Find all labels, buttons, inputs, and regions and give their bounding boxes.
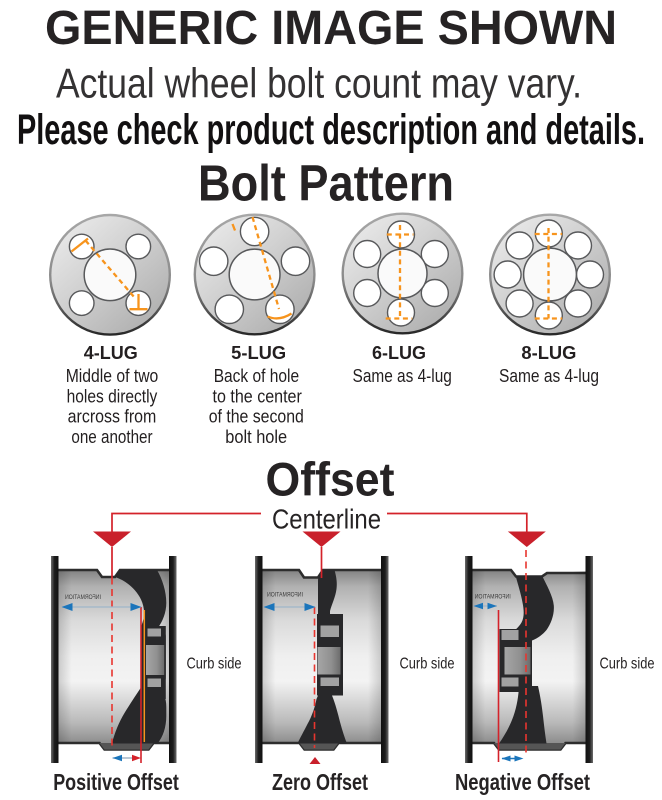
svg-text:INFORMATION: INFORMATION — [267, 592, 303, 599]
svg-text:Please check product descripti: Please check product description and det… — [17, 107, 645, 154]
svg-text:Offset: Offset — [266, 454, 395, 507]
svg-text:to the center: to the center — [213, 386, 302, 406]
svg-text:Back of hole: Back of hole — [214, 366, 299, 386]
svg-text:5-LUG: 5-LUG — [231, 343, 286, 363]
svg-text:holes directly: holes directly — [67, 386, 158, 406]
svg-text:Bolt Pattern: Bolt Pattern — [198, 155, 454, 212]
svg-text:Zero Offset: Zero Offset — [272, 769, 368, 795]
svg-text:6-LUG: 6-LUG — [372, 343, 426, 363]
svg-text:Curb side: Curb side — [187, 656, 242, 673]
svg-text:INFORMATION: INFORMATION — [475, 594, 511, 601]
svg-text:8-LUG: 8-LUG — [521, 343, 576, 363]
svg-text:Centerline: Centerline — [272, 504, 381, 535]
svg-text:Negative Offset: Negative Offset — [455, 769, 590, 795]
svg-text:4-LUG: 4-LUG — [84, 343, 138, 363]
svg-text:INFORMATION: INFORMATION — [65, 594, 101, 601]
svg-text:Actual wheel bolt count may va: Actual wheel bolt count may vary. — [56, 60, 582, 107]
svg-text:Curb side: Curb side — [400, 656, 455, 673]
svg-text:GENERIC IMAGE SHOWN: GENERIC IMAGE SHOWN — [45, 2, 617, 55]
svg-text:Curb side: Curb side — [600, 656, 655, 673]
svg-text:arcross from: arcross from — [68, 407, 157, 427]
svg-text:Middle of two: Middle of two — [66, 366, 159, 386]
svg-text:Positive Offset: Positive Offset — [53, 769, 179, 795]
svg-text:Same as 4-lug: Same as 4-lug — [353, 366, 452, 386]
svg-text:of the second: of the second — [209, 407, 304, 427]
svg-text:one another: one another — [71, 427, 152, 447]
svg-text:Same as 4-lug: Same as 4-lug — [499, 366, 599, 386]
svg-text:bolt hole: bolt hole — [225, 427, 287, 447]
